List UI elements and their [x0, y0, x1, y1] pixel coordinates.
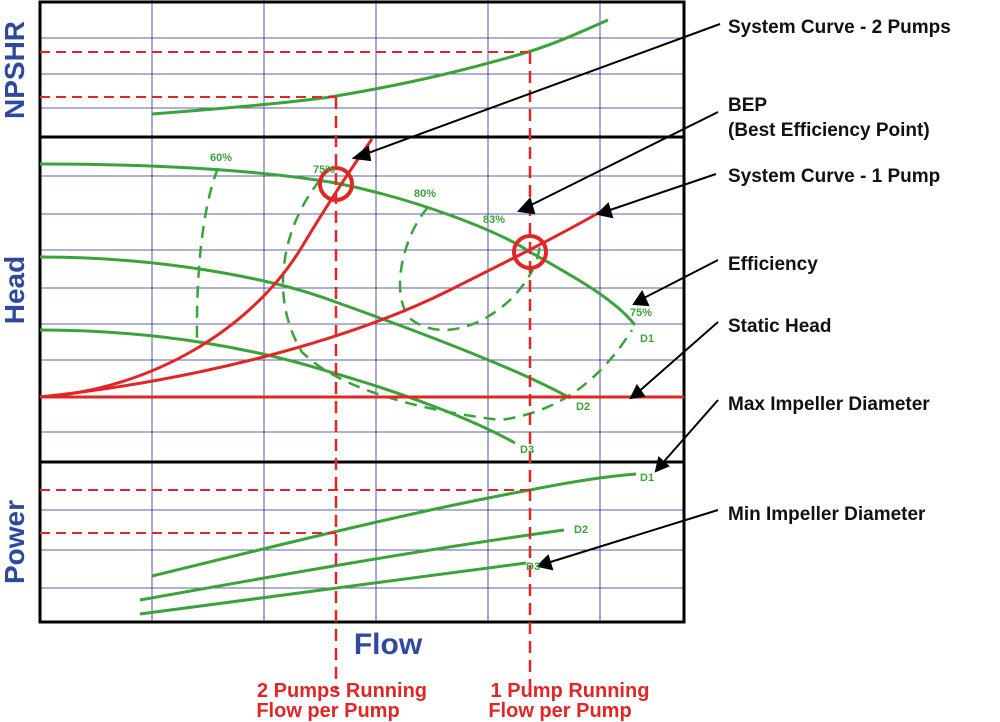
- callout-max-impeller: Max Impeller Diameter: [728, 394, 930, 415]
- axis-label-power: Power: [0, 500, 30, 584]
- grid: [40, 0, 684, 622]
- axis-label-head: Head: [0, 256, 30, 324]
- callout-min-impeller: Min Impeller Diameter: [728, 504, 926, 525]
- axis-label-flow: Flow: [354, 628, 423, 661]
- flow-note-2-pumps-line1: 2 Pumps Running: [257, 680, 427, 702]
- efficiency-curves: [195, 167, 634, 422]
- flow-note-2-pumps-line2: Flow per Pump: [256, 700, 399, 722]
- efficiency-label-83: 83%: [483, 214, 505, 226]
- head-d2-label: D2: [576, 401, 590, 413]
- power-d2-label: D2: [574, 524, 588, 536]
- flow-markers: [334, 52, 532, 690]
- head-d1-label: D1: [640, 333, 654, 345]
- panel-frames: [38, 0, 686, 624]
- power-curve-d1: [151, 472, 637, 578]
- npshr-reference-dashes: [40, 51, 528, 98]
- callout-efficiency: Efficiency: [728, 254, 818, 275]
- power-d3-label: D3: [526, 561, 540, 573]
- power-d1-label: D1: [640, 472, 654, 484]
- axis-label-npshr: NPSHR: [0, 21, 30, 119]
- callout-system-curve-1-pump: System Curve - 1 Pump: [728, 166, 940, 187]
- efficiency-curve-80: [398, 206, 542, 332]
- callout-system-curve-2-pumps: System Curve - 2 Pumps: [728, 17, 951, 38]
- flow-note-1-pump-line2: Flow per Pump: [488, 700, 631, 722]
- head-curve-d1: [39, 162, 637, 326]
- efficiency-label-75-right: 75%: [630, 307, 652, 319]
- callout-bep-subtitle: (Best Efficiency Point): [728, 120, 930, 141]
- system-curves: [39, 138, 601, 399]
- head-curve-d2: [39, 255, 571, 400]
- efficiency-curve-60: [195, 167, 220, 341]
- system-curve-2-pumps: [39, 138, 374, 399]
- flow-note-1-pump-line1: 1 Pump Running: [491, 680, 650, 702]
- power-curve-d2: [139, 528, 565, 602]
- efficiency-label-60: 60%: [210, 152, 232, 164]
- callout-static-head: Static Head: [728, 316, 831, 337]
- power-curves: [139, 472, 637, 616]
- npshr-curve: [151, 18, 609, 116]
- head-curve-d3: [39, 328, 516, 445]
- efficiency-label-80: 80%: [414, 188, 436, 200]
- callout-bep-title: BEP: [728, 95, 767, 116]
- efficiency-label-75-top: 75%: [313, 164, 335, 176]
- power-reference-dashes: [40, 489, 530, 534]
- system-curve-1-pump: [39, 210, 601, 399]
- head-d3-label: D3: [520, 444, 534, 456]
- power-curve-d3: [139, 561, 527, 616]
- head-curves: [39, 162, 637, 445]
- callout-arrows: [351, 23, 721, 571]
